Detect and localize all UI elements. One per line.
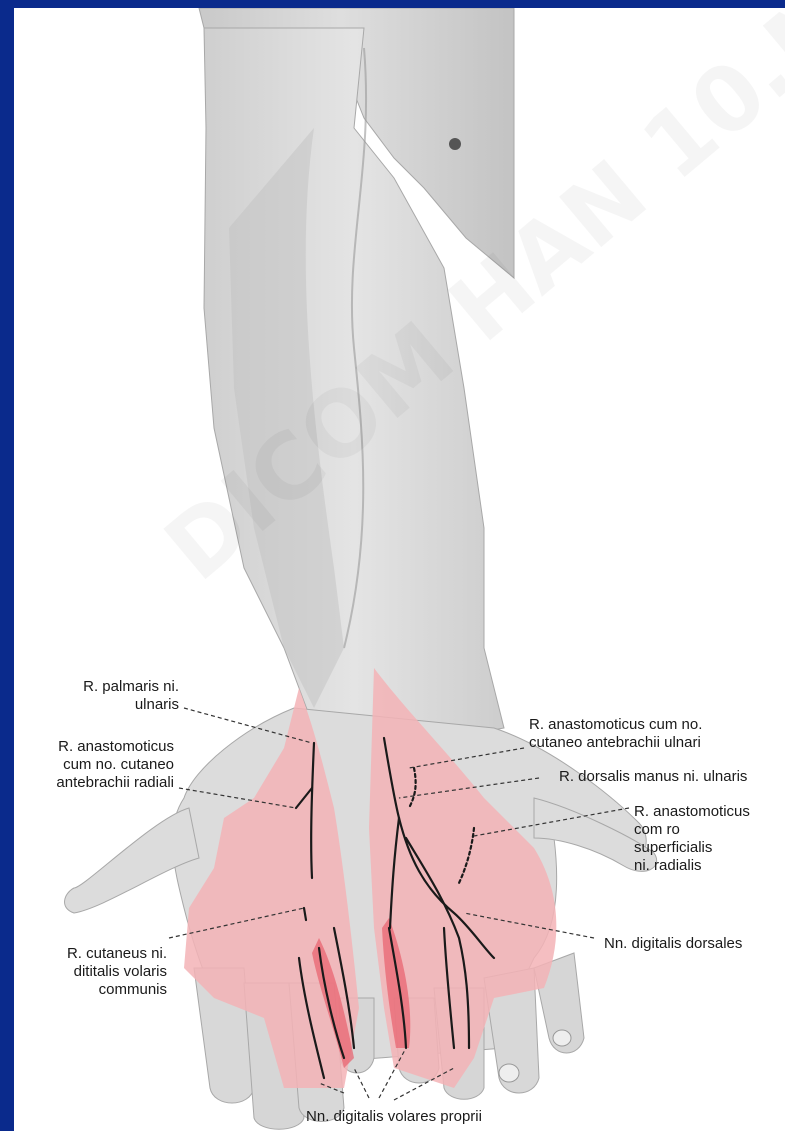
skin-mark [449, 138, 461, 150]
label-dorsalis-manus: R. dorsalis manus ni. ulnaris [559, 768, 784, 786]
thumb-left [65, 808, 199, 913]
label-digitalis-dorsales: Nn. digitalis dorsales [604, 935, 784, 953]
label-digitalis-volares: Nn. digitalis volares proprii [264, 1108, 524, 1126]
illustration-panel: DICOM HAN 10.M R. palmaris ni. ulnaris R… [14, 8, 785, 1131]
label-cutaneus-volaris: R. cutaneus ni. dititalis volaris commun… [14, 945, 167, 999]
label-anast-superficialis: R. anastomoticus com ro superficialis ni… [634, 803, 784, 875]
nail [499, 1064, 519, 1082]
label-anast-radiali: R. anastomoticus cum no. cutaneo antebra… [14, 738, 174, 792]
label-palmaris-ulnaris: R. palmaris ni. ulnaris [14, 678, 179, 714]
nail [553, 1030, 571, 1046]
label-anast-ulnari: R. anastomoticus cum no. cutaneo antebra… [529, 716, 779, 752]
